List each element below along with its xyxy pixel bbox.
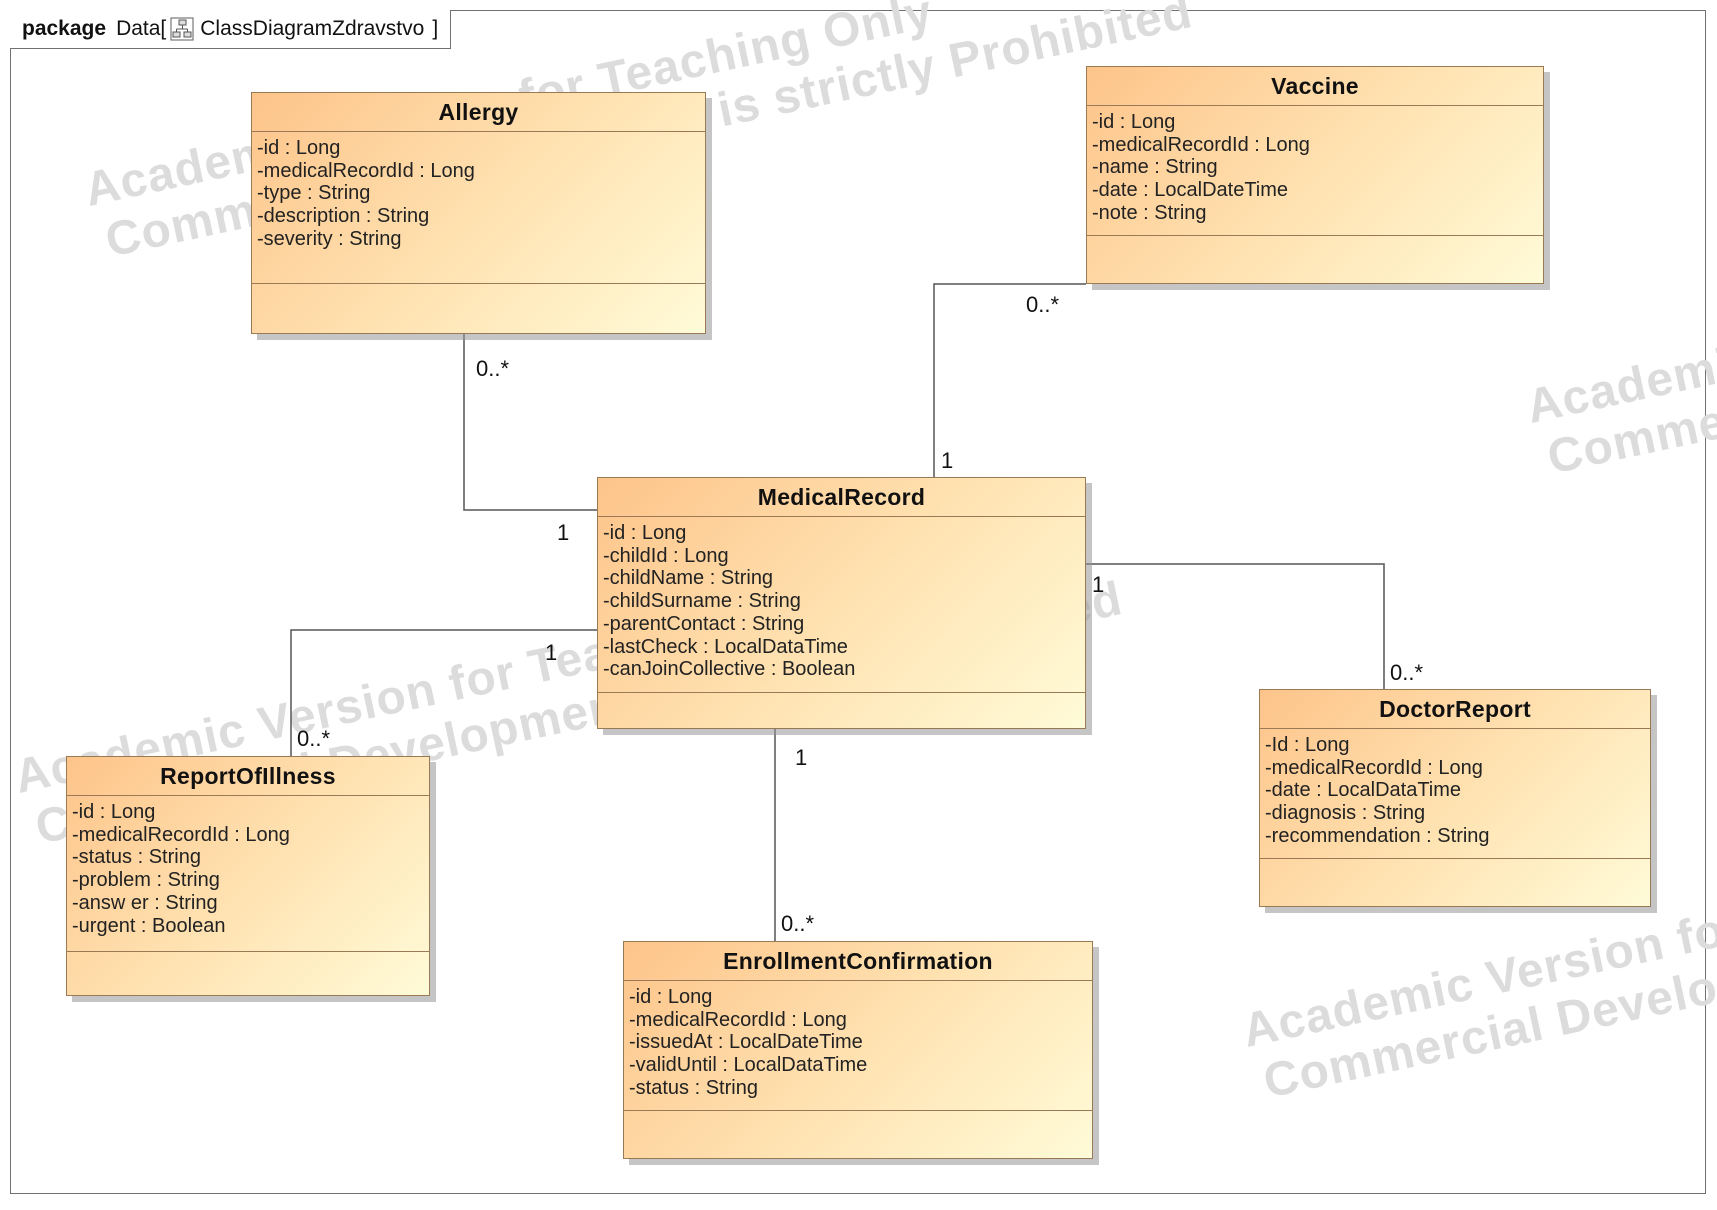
- attribute: -issuedAt : LocalDateTime: [629, 1031, 863, 1054]
- attribute: -childId : Long: [603, 544, 729, 567]
- class-name: ReportOfIllness: [67, 757, 429, 796]
- attribute: -status : String: [629, 1076, 758, 1099]
- attribute: -note : String: [1092, 201, 1207, 224]
- class-name: MedicalRecord: [598, 478, 1085, 517]
- association-line-doctor-report: [1086, 563, 1385, 689]
- attribute: -id : Long: [1092, 111, 1176, 133]
- attribute-compartment: -id : Long -medicalRecordId : Long -stat…: [67, 796, 429, 952]
- multiplicity-report-of-illness-many: 0..*: [297, 726, 331, 751]
- attribute: -canJoinCollective : Boolean: [603, 658, 856, 681]
- attribute: -id : Long: [257, 137, 341, 159]
- attribute: -Id : Long: [1265, 734, 1350, 756]
- attribute: -childName : String: [603, 567, 774, 590]
- class-name: Allergy: [252, 93, 705, 132]
- attribute-compartment: -id : Long -medicalRecordId : Long -name…: [1087, 106, 1543, 236]
- association-line-vaccine: [933, 283, 1086, 477]
- class-allergy[interactable]: Allergy -id : Long -medicalRecordId : Lo…: [251, 92, 706, 334]
- attribute: -type : String: [257, 182, 371, 205]
- attribute: -id : Long: [72, 801, 156, 823]
- attribute: -diagnosis : String: [1265, 802, 1426, 825]
- attribute: -childSurname : String: [603, 590, 801, 613]
- operation-compartment: [1260, 859, 1650, 903]
- attribute: -medicalRecordId : Long: [72, 823, 290, 846]
- class-diagram-icon: [170, 17, 194, 41]
- attribute: -validUntil : LocalDataTime: [629, 1054, 868, 1077]
- attribute-compartment: -id : Long -medicalRecordId : Long -issu…: [624, 981, 1092, 1111]
- attribute-compartment: -Id : Long -medicalRecordId : Long -date…: [1260, 729, 1650, 859]
- multiplicity-allergy-one: 1: [557, 520, 570, 545]
- diagram-name: ClassDiagramZdravstvo: [200, 17, 425, 40]
- attribute: -name : String: [1092, 156, 1218, 179]
- multiplicity-report-of-illness-one: 1: [545, 640, 558, 665]
- operation-compartment: [598, 693, 1085, 731]
- attribute: -id : Long: [603, 522, 687, 544]
- attribute: -urgent : Boolean: [72, 914, 226, 937]
- class-name: EnrollmentConfirmation: [624, 942, 1092, 981]
- class-enrollment-confirmation[interactable]: EnrollmentConfirmation -id : Long -medic…: [623, 941, 1093, 1159]
- class-name: DoctorReport: [1260, 690, 1650, 729]
- class-doctor-report[interactable]: DoctorReport -Id : Long -medicalRecordId…: [1259, 689, 1651, 907]
- package-keyword: package: [22, 17, 107, 40]
- attribute: -date : LocalDateTime: [1092, 179, 1289, 202]
- class-report-of-illness[interactable]: ReportOfIllness -id : Long -medicalRecor…: [66, 756, 430, 996]
- class-vaccine[interactable]: Vaccine -id : Long -medicalRecordId : Lo…: [1086, 66, 1544, 284]
- attribute: -medicalRecordId : Long: [1265, 756, 1483, 779]
- operation-compartment: [252, 284, 705, 328]
- multiplicity-enrollment-one: 1: [795, 745, 808, 770]
- operation-compartment: [624, 1111, 1092, 1155]
- attribute: -parentContact : String: [603, 612, 805, 635]
- class-name: Vaccine: [1087, 67, 1543, 106]
- attribute: -severity : String: [257, 227, 402, 250]
- operation-compartment: [1087, 236, 1543, 280]
- package-close-bracket: ]: [432, 17, 439, 40]
- package-open-bracket: [: [160, 17, 167, 40]
- multiplicity-allergy-many: 0..*: [476, 356, 510, 381]
- attribute: -status : String: [72, 846, 201, 869]
- attribute: -recommendation : String: [1265, 824, 1490, 847]
- multiplicity-doctor-report-many: 0..*: [1390, 660, 1424, 685]
- attribute: -description : String: [257, 205, 430, 228]
- attribute: -medicalRecordId : Long: [629, 1008, 847, 1031]
- attribute: -medicalRecordId : Long: [1092, 133, 1310, 156]
- attribute: -medicalRecordId : Long: [257, 159, 475, 182]
- attribute: -date : LocalDataTime: [1265, 779, 1462, 802]
- attribute: -answ er : String: [72, 891, 218, 914]
- attribute: -id : Long: [629, 986, 713, 1008]
- multiplicity-vaccine-many: 0..*: [1026, 292, 1060, 317]
- multiplicity-enrollment-many: 0..*: [781, 911, 815, 936]
- package-frame: [10, 10, 1706, 1194]
- class-medical-record[interactable]: MedicalRecord -id : Long -childId : Long…: [597, 477, 1086, 729]
- multiplicity-doctor-report-one: 1: [1092, 572, 1105, 597]
- attribute: -problem : String: [72, 869, 220, 892]
- package-name: Data: [116, 17, 161, 40]
- attribute-compartment: -id : Long -childId : Long -childName : …: [598, 517, 1085, 693]
- association-line-report-of-illness: [290, 629, 597, 756]
- package-tab[interactable]: package Data [ ClassDiagramZdravstvo ]: [10, 10, 452, 49]
- multiplicity-vaccine-one: 1: [941, 448, 954, 473]
- attribute-compartment: -id : Long -medicalRecordId : Long -type…: [252, 132, 705, 284]
- attribute: -lastCheck : LocalDataTime: [603, 635, 848, 658]
- operation-compartment: [67, 952, 429, 996]
- association-line-allergy: [463, 333, 597, 511]
